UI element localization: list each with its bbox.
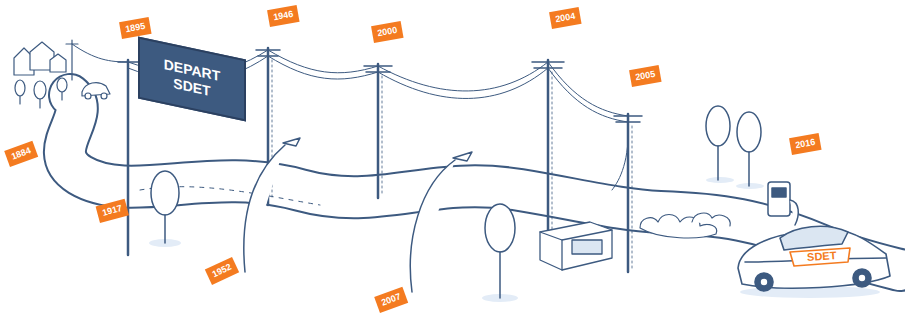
year-label: 2000 [376,25,397,38]
start-sign: DEPARTSDET [138,37,246,122]
year-flag: 1884 [4,141,38,167]
year-flag: 2016 [789,133,822,155]
year-label: 1952 [211,262,233,280]
year-flag: 1895 [119,17,152,39]
year-flag: 1952 [205,257,239,285]
year-label: 1946 [272,9,293,22]
year-label: 2004 [554,11,575,24]
year-label: 2007 [380,291,402,307]
year-flag: 2007 [374,287,408,313]
year-label: 1895 [124,21,145,34]
year-label: 1884 [10,145,32,161]
year-label: 1917 [101,203,123,218]
year-flag: 2004 [549,7,582,29]
year-label: 2005 [634,69,655,82]
year-flag: 2005 [629,65,662,87]
year-flag: 2000 [371,21,404,43]
car-livery: SDET [807,249,837,263]
year-label: 2016 [794,137,815,150]
year-flag: 1946 [267,5,300,27]
